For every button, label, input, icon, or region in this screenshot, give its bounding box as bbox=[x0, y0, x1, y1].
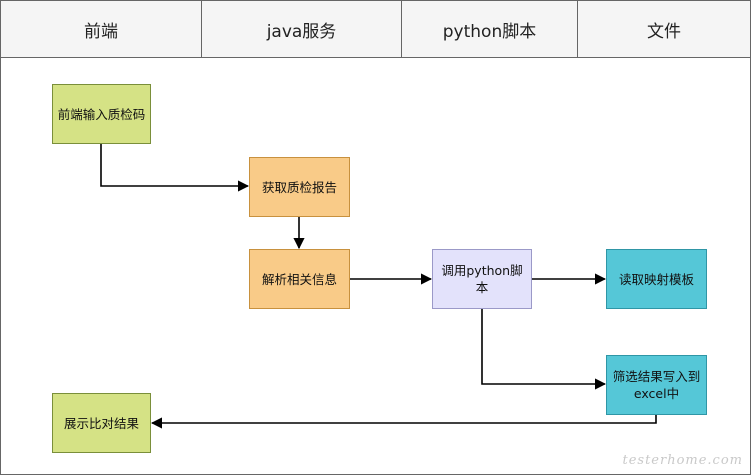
node-read-mapping-template-label: 读取映射模板 bbox=[618, 271, 694, 287]
lane-header-python-script: python脚本 bbox=[401, 0, 578, 58]
node-call-python-script-label: 调用python脚本 bbox=[441, 263, 523, 295]
edge-filter-to-show bbox=[150, 414, 657, 429]
node-read-mapping-template: 读取映射模板 bbox=[606, 249, 707, 309]
edge-script-to-filter bbox=[481, 309, 607, 390]
node-filter-write-excel: 筛选结果写入到excel中 bbox=[606, 355, 707, 415]
node-parse-related-info: 解析相关信息 bbox=[249, 249, 350, 309]
node-filter-write-excel-label: 筛选结果写入到excel中 bbox=[612, 369, 701, 401]
node-show-comparison-result: 展示比对结果 bbox=[52, 393, 151, 453]
node-get-inspection-report: 获取质检报告 bbox=[249, 157, 350, 217]
lane-header-frontend: 前端 bbox=[0, 0, 202, 58]
node-input-inspection-code-label: 前端输入质检码 bbox=[57, 106, 146, 122]
node-get-inspection-report-label: 获取质检报告 bbox=[261, 179, 337, 195]
edge-input-to-report bbox=[100, 144, 250, 192]
lane-header-java-service: java服务 bbox=[201, 0, 402, 58]
node-parse-related-info-label: 解析相关信息 bbox=[261, 271, 337, 287]
watermark: testerhome.com bbox=[622, 453, 743, 468]
node-call-python-script: 调用python脚本 bbox=[432, 249, 532, 309]
node-input-inspection-code: 前端输入质检码 bbox=[52, 84, 151, 144]
node-show-comparison-result-label: 展示比对结果 bbox=[63, 415, 139, 431]
lane-header-file: 文件 bbox=[577, 0, 751, 58]
